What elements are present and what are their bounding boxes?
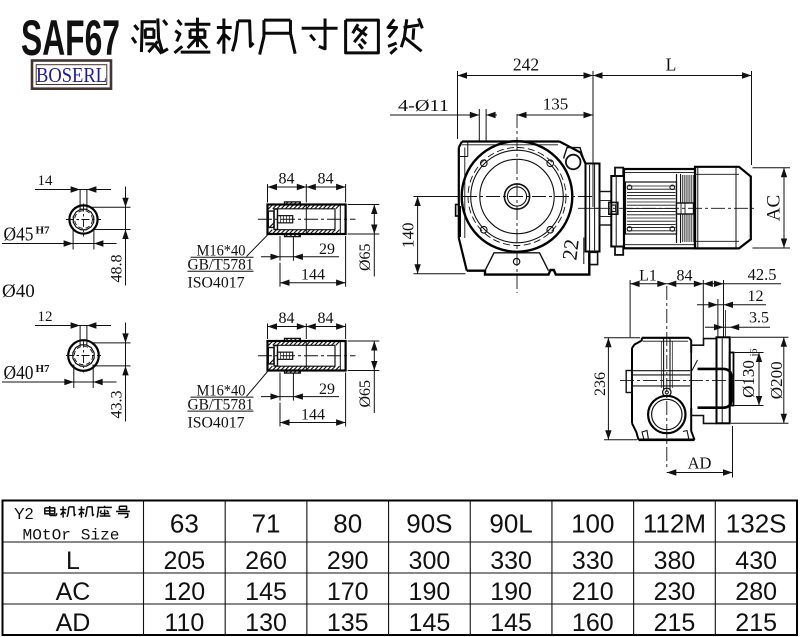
svg-text:145: 145	[245, 578, 287, 606]
svg-text:132S: 132S	[726, 509, 787, 539]
svg-text:380: 380	[654, 547, 696, 575]
svg-text:160: 160	[572, 609, 614, 637]
svg-text:430: 430	[735, 547, 777, 575]
svg-text:230: 230	[654, 578, 696, 606]
svg-text:100: 100	[571, 509, 614, 539]
svg-text:280: 280	[735, 578, 777, 606]
svg-text:190: 190	[409, 578, 451, 606]
svg-text:135: 135	[543, 95, 569, 114]
svg-text:GB/T5781: GB/T5781	[188, 396, 254, 413]
svg-text:Y2: Y2	[14, 506, 34, 523]
svg-text:Ø65: Ø65	[357, 380, 374, 408]
svg-text:H7: H7	[36, 363, 51, 375]
svg-text:84: 84	[279, 310, 295, 327]
svg-text:L: L	[66, 547, 80, 575]
svg-text:4-Ø11: 4-Ø11	[398, 96, 449, 115]
svg-text:Ø40: Ø40	[2, 281, 35, 302]
svg-text:110: 110	[164, 609, 204, 637]
svg-text:GB/T5781: GB/T5781	[188, 257, 254, 274]
svg-text:Ø45: Ø45	[4, 224, 34, 246]
svg-text:Ø65: Ø65	[357, 243, 374, 271]
svg-text:ISO4017: ISO4017	[188, 414, 245, 431]
svg-text:145: 145	[490, 609, 532, 637]
svg-text:22: 22	[557, 238, 583, 262]
svg-text:M16*40: M16*40	[197, 243, 246, 260]
svg-text:M16*40: M16*40	[197, 382, 246, 399]
svg-text:L1: L1	[639, 268, 657, 285]
svg-text:330: 330	[490, 547, 532, 575]
svg-text:AD: AD	[688, 454, 712, 473]
svg-text:170: 170	[327, 578, 369, 606]
svg-text:290: 290	[327, 547, 369, 575]
svg-text:Ø200: Ø200	[767, 361, 786, 399]
svg-text:BOSERL: BOSERL	[36, 63, 107, 87]
svg-text:144: 144	[301, 406, 325, 423]
svg-text:236: 236	[592, 372, 609, 396]
svg-text:120: 120	[163, 578, 205, 606]
svg-text:j6: j6	[749, 349, 760, 358]
svg-text:12: 12	[38, 309, 53, 325]
svg-text:135: 135	[327, 609, 369, 637]
svg-text:210: 210	[572, 578, 614, 606]
svg-text:260: 260	[245, 547, 287, 575]
svg-text:130: 130	[245, 609, 287, 637]
svg-text:242: 242	[513, 55, 539, 75]
svg-text:90S: 90S	[406, 509, 452, 539]
svg-text:29: 29	[319, 381, 335, 398]
svg-text:80: 80	[333, 509, 362, 539]
svg-text:144: 144	[301, 267, 325, 284]
svg-text:29: 29	[319, 241, 335, 258]
svg-text:12: 12	[748, 288, 764, 305]
svg-text:H7: H7	[36, 225, 51, 237]
svg-text:63: 63	[170, 509, 199, 539]
svg-text:14: 14	[38, 173, 54, 189]
svg-text:90L: 90L	[489, 509, 532, 539]
svg-text:190: 190	[490, 578, 532, 606]
svg-text:71: 71	[252, 509, 281, 539]
svg-text:215: 215	[735, 609, 777, 637]
svg-text:L: L	[666, 55, 677, 75]
svg-text:300: 300	[409, 547, 451, 575]
svg-text:140: 140	[399, 222, 418, 248]
svg-text:Ø40: Ø40	[4, 362, 34, 384]
svg-text:84: 84	[318, 310, 334, 327]
svg-text:AC: AC	[56, 578, 91, 606]
svg-text:48.8: 48.8	[109, 255, 126, 283]
svg-text:MOtOr Size: MOtOr Size	[23, 527, 120, 545]
svg-text:43.3: 43.3	[109, 391, 126, 419]
svg-text:3.5: 3.5	[749, 310, 769, 327]
svg-text:Ø130: Ø130	[739, 360, 758, 398]
svg-text:42.5: 42.5	[748, 265, 777, 284]
svg-text:215: 215	[654, 609, 696, 637]
svg-text:AC: AC	[764, 195, 785, 221]
svg-text:SAF67: SAF67	[21, 10, 120, 66]
svg-text:330: 330	[572, 547, 614, 575]
svg-text:145: 145	[409, 609, 451, 637]
svg-text:84: 84	[279, 171, 295, 188]
svg-text:AD: AD	[56, 609, 91, 637]
svg-text:ISO4017: ISO4017	[188, 275, 245, 292]
svg-text:84: 84	[677, 268, 693, 285]
svg-text:205: 205	[163, 547, 205, 575]
svg-text:112M: 112M	[643, 509, 706, 539]
svg-text:84: 84	[318, 171, 334, 188]
